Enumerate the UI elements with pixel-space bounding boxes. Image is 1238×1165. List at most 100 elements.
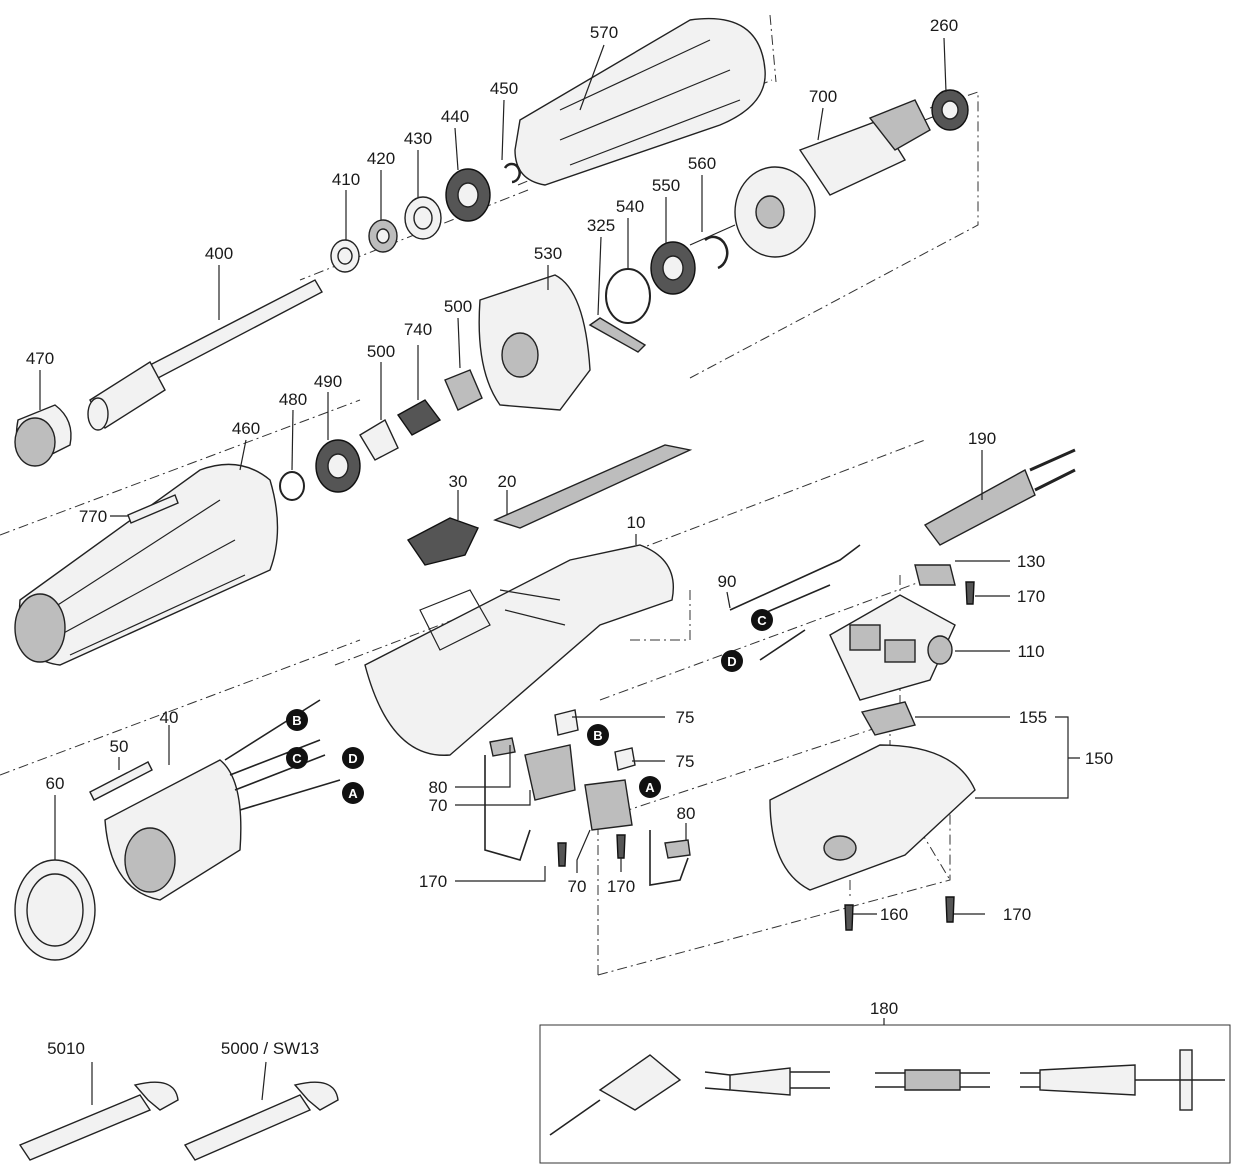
label-75-lower: 75	[676, 752, 695, 771]
brush-screws	[557, 834, 626, 867]
label-20: 20	[498, 472, 517, 491]
part-80-brush-b	[649, 830, 691, 886]
part-440-bearing	[445, 168, 491, 222]
label-110: 110	[1017, 642, 1044, 661]
label-40: 40	[160, 708, 179, 727]
label-190: 190	[968, 429, 996, 448]
part-5000-wrench	[183, 1081, 339, 1161]
label-530: 530	[534, 244, 562, 263]
label-130: 130	[1017, 552, 1045, 571]
connector-marker-a-stator: A	[342, 782, 364, 804]
label-500-lower: 500	[367, 342, 395, 361]
part-740-star-coupling	[396, 399, 442, 436]
part-80-brush-a	[484, 737, 531, 861]
part-420-ring	[368, 219, 398, 253]
part-460-front-housing	[14, 463, 279, 666]
label-700: 700	[809, 87, 837, 106]
part-450-circlip	[503, 162, 521, 184]
label-550: 550	[652, 176, 680, 195]
part-540-o-ring	[605, 268, 651, 324]
connector-marker-d-label: D	[348, 751, 357, 766]
part-70-brush-holder-a	[524, 744, 576, 801]
part-500-coupling-b	[359, 418, 399, 461]
label-50: 50	[110, 737, 129, 756]
label-560: 560	[688, 154, 716, 173]
connector-marker-c-switch: C	[751, 609, 773, 631]
label-155: 155	[1019, 708, 1047, 727]
label-5000-sw13: 5000 / SW13	[221, 1039, 319, 1058]
label-440: 440	[441, 107, 469, 126]
label-75-upper: 75	[676, 708, 695, 727]
label-170-b: 170	[419, 872, 447, 891]
label-80-right: 80	[677, 804, 696, 823]
connector-marker-d-switch: D	[721, 650, 743, 672]
part-170-screw-a	[965, 581, 975, 605]
label-170-a: 170	[1017, 587, 1045, 606]
label-90: 90	[718, 572, 737, 591]
label-490: 490	[314, 372, 342, 391]
connector-marker-d-switch-label: D	[727, 654, 736, 669]
label-400: 400	[205, 244, 233, 263]
part-20-switch-slide	[493, 444, 693, 529]
connector-marker-c-label: C	[292, 751, 302, 766]
part-155-pad	[860, 701, 916, 736]
part-130-cable-clamp	[914, 564, 956, 586]
part-75-spring-a	[554, 709, 579, 736]
label-450: 450	[490, 79, 518, 98]
connector-marker-b-brush: B	[587, 724, 609, 746]
part-40-stator	[104, 699, 341, 901]
label-5010: 5010	[47, 1039, 85, 1058]
part-10-motor-housing	[364, 544, 674, 756]
part-490-bearing	[315, 439, 361, 493]
part-260-bearing	[931, 89, 969, 131]
part-410-washer	[330, 239, 360, 273]
label-540: 540	[616, 197, 644, 216]
label-260: 260	[930, 16, 958, 35]
connector-marker-d-stator: D	[342, 747, 364, 769]
label-170-d: 170	[1003, 905, 1031, 924]
part-325-spring-clip	[588, 317, 647, 353]
part-170-screw-d	[945, 896, 955, 923]
part-480-o-ring	[279, 471, 305, 501]
connector-marker-c-switch-label: C	[757, 613, 767, 628]
connector-marker-a-brush-label: A	[645, 780, 655, 795]
part-90-wires	[729, 544, 861, 661]
part-770-screw	[127, 494, 179, 524]
part-700-armature	[689, 99, 946, 258]
label-325: 325	[587, 216, 615, 235]
label-420: 420	[367, 149, 395, 168]
part-60-baffle	[14, 859, 96, 961]
part-70-brush-holder-b	[584, 779, 633, 831]
part-75-spring-b	[614, 747, 636, 771]
connector-marker-b-stator: B	[286, 709, 308, 731]
label-150: 150	[1085, 749, 1113, 768]
part-570-grip-sleeve	[514, 17, 766, 186]
part-530-gear-housing	[478, 274, 591, 411]
connector-marker-b-label: B	[292, 713, 301, 728]
part-150-housing-cover	[769, 744, 976, 891]
label-180: 180	[870, 999, 898, 1018]
label-80-left: 80	[429, 778, 448, 797]
part-180-plug-variants	[539, 1024, 1231, 1164]
part-190-cable-sleeve	[923, 448, 1076, 546]
label-70-right: 70	[568, 877, 587, 896]
label-460: 460	[232, 419, 260, 438]
label-30: 30	[449, 472, 468, 491]
label-480: 480	[279, 390, 307, 409]
connector-marker-a-brush: A	[639, 776, 661, 798]
part-number-labels: 570 260 700 450 440 430 420 410 400 560 …	[26, 16, 1113, 1058]
label-500-upper: 500	[444, 297, 472, 316]
leader-lines	[39, 37, 1080, 1105]
connector-marker-c-stator: C	[286, 747, 308, 769]
part-5010-wrench	[18, 1081, 179, 1161]
label-410: 410	[332, 170, 360, 189]
part-400-spindle	[87, 279, 323, 431]
label-60: 60	[46, 774, 65, 793]
part-30-switch-cap	[406, 517, 479, 566]
part-500-coupling-a	[444, 369, 483, 411]
connector-marker-b-brush-label: B	[593, 728, 602, 743]
part-550-bearing	[650, 241, 696, 295]
label-570: 570	[590, 23, 618, 42]
label-10: 10	[627, 513, 646, 532]
part-50-screw	[89, 761, 153, 801]
